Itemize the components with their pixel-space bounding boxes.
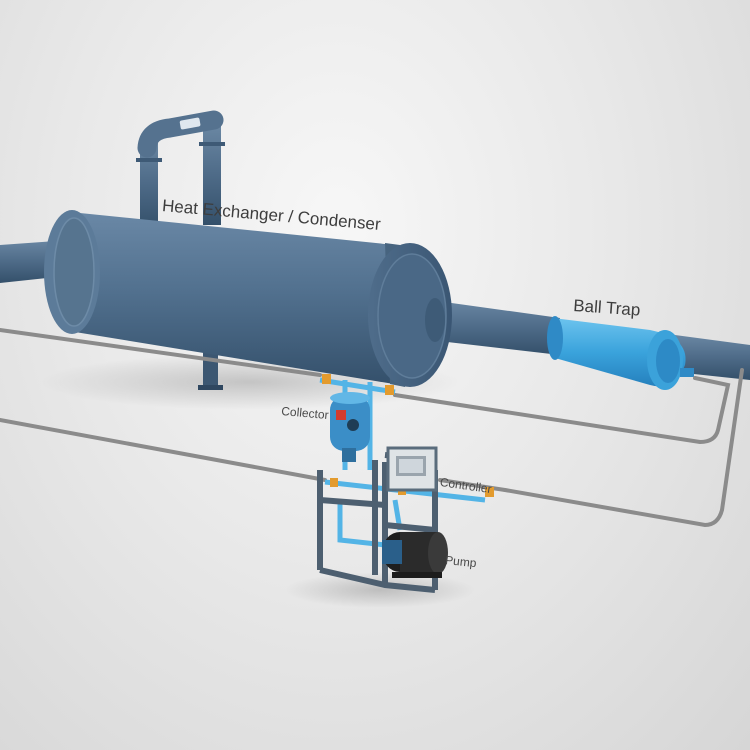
skid-shadow [285, 572, 475, 608]
vessel-support [203, 350, 218, 390]
heat-exchanger-vessel [44, 210, 452, 387]
controller-cabinet [386, 446, 438, 492]
outlet-pipe [430, 300, 560, 355]
pump-motor [382, 532, 448, 578]
collector [330, 392, 370, 462]
ball-trap [547, 316, 694, 390]
top-loop-pipe [136, 110, 225, 228]
sensor-cables [0, 328, 744, 528]
